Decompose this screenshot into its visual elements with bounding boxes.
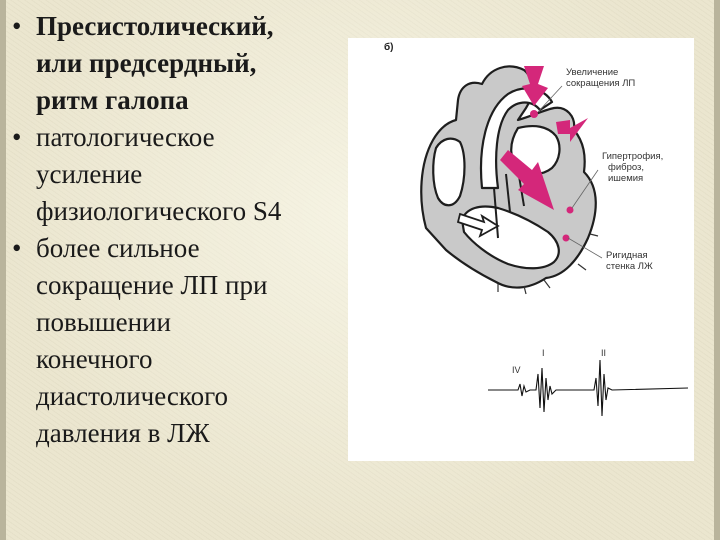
bullet-item-s4: • патологическое усиление физиологическо…	[12, 119, 342, 230]
bullet-marker: •	[12, 11, 22, 41]
heart-figure: б)	[348, 38, 694, 461]
annotation-rigid-line2: стенка ЛЖ	[606, 261, 653, 272]
annotation-la-line2: сокращения ЛП	[566, 78, 635, 89]
wall-arrow	[589, 233, 599, 237]
la-arrow-top	[522, 66, 548, 106]
phonocardiogram-trace	[488, 359, 689, 417]
wall-arrow	[523, 285, 527, 295]
aortic-arch	[479, 87, 554, 190]
bullet-line: физиологического S4	[36, 196, 282, 226]
frame-left-border	[0, 0, 6, 540]
annotation-hyper-line2: фиброз,	[608, 162, 644, 173]
la-wall-dot	[566, 206, 574, 214]
valve-line	[505, 173, 511, 213]
leader-hyper	[571, 169, 599, 209]
leader-la	[537, 85, 563, 113]
bullet-line: конечного	[36, 344, 153, 374]
annotation-hyper-line1: Гипертрофия,	[602, 151, 663, 162]
frame-right-border	[714, 0, 720, 540]
bullet-line: или предсердный,	[36, 48, 257, 78]
la-marker-dot	[530, 110, 538, 118]
annotation-hyper-line3: ишемия	[608, 173, 643, 184]
sound-label-s4: IV	[512, 365, 521, 375]
bullet-line: Пресистолический,	[36, 11, 274, 41]
bullet-marker: •	[12, 122, 22, 152]
wall-arrow	[577, 263, 587, 271]
annotation-la-line1: Увеличение	[566, 67, 618, 78]
bullet-line: давления в ЛЖ	[36, 418, 210, 448]
bullet-line: более сильное	[36, 233, 200, 263]
bullet-line: усиление	[36, 159, 143, 189]
bullet-item-gallop: • Пресистолический, или предсердный, рит…	[12, 8, 342, 119]
bullet-list: • Пресистолический, или предсердный, рит…	[12, 8, 342, 452]
heart-diagram: б)	[384, 41, 689, 417]
sound-label-s1: I	[542, 348, 545, 358]
bullet-line: патологическое	[36, 122, 215, 152]
septum-line	[493, 187, 499, 239]
lv-arrow-large	[500, 150, 554, 210]
bullet-line: диастолического	[36, 381, 229, 411]
flow-arrow	[456, 212, 500, 238]
sound-label-s2: II	[601, 348, 606, 358]
la-arrow-right	[556, 118, 588, 142]
leader-rigid	[567, 237, 603, 259]
annotation-rigid-line1: Ригидная	[606, 250, 648, 261]
bullet-line: повышении	[36, 307, 171, 337]
panel-tag: б)	[384, 41, 394, 53]
lv-wall-dot	[562, 234, 570, 242]
ra-cavity	[432, 137, 466, 207]
bullet-line: сокращение ЛП при	[36, 270, 268, 300]
bullet-line: ритм галопа	[36, 85, 189, 115]
wall-arrow	[543, 279, 551, 289]
bullet-marker: •	[12, 233, 22, 263]
bullet-item-la: • более сильное сокращение ЛП при повыше…	[12, 230, 342, 452]
